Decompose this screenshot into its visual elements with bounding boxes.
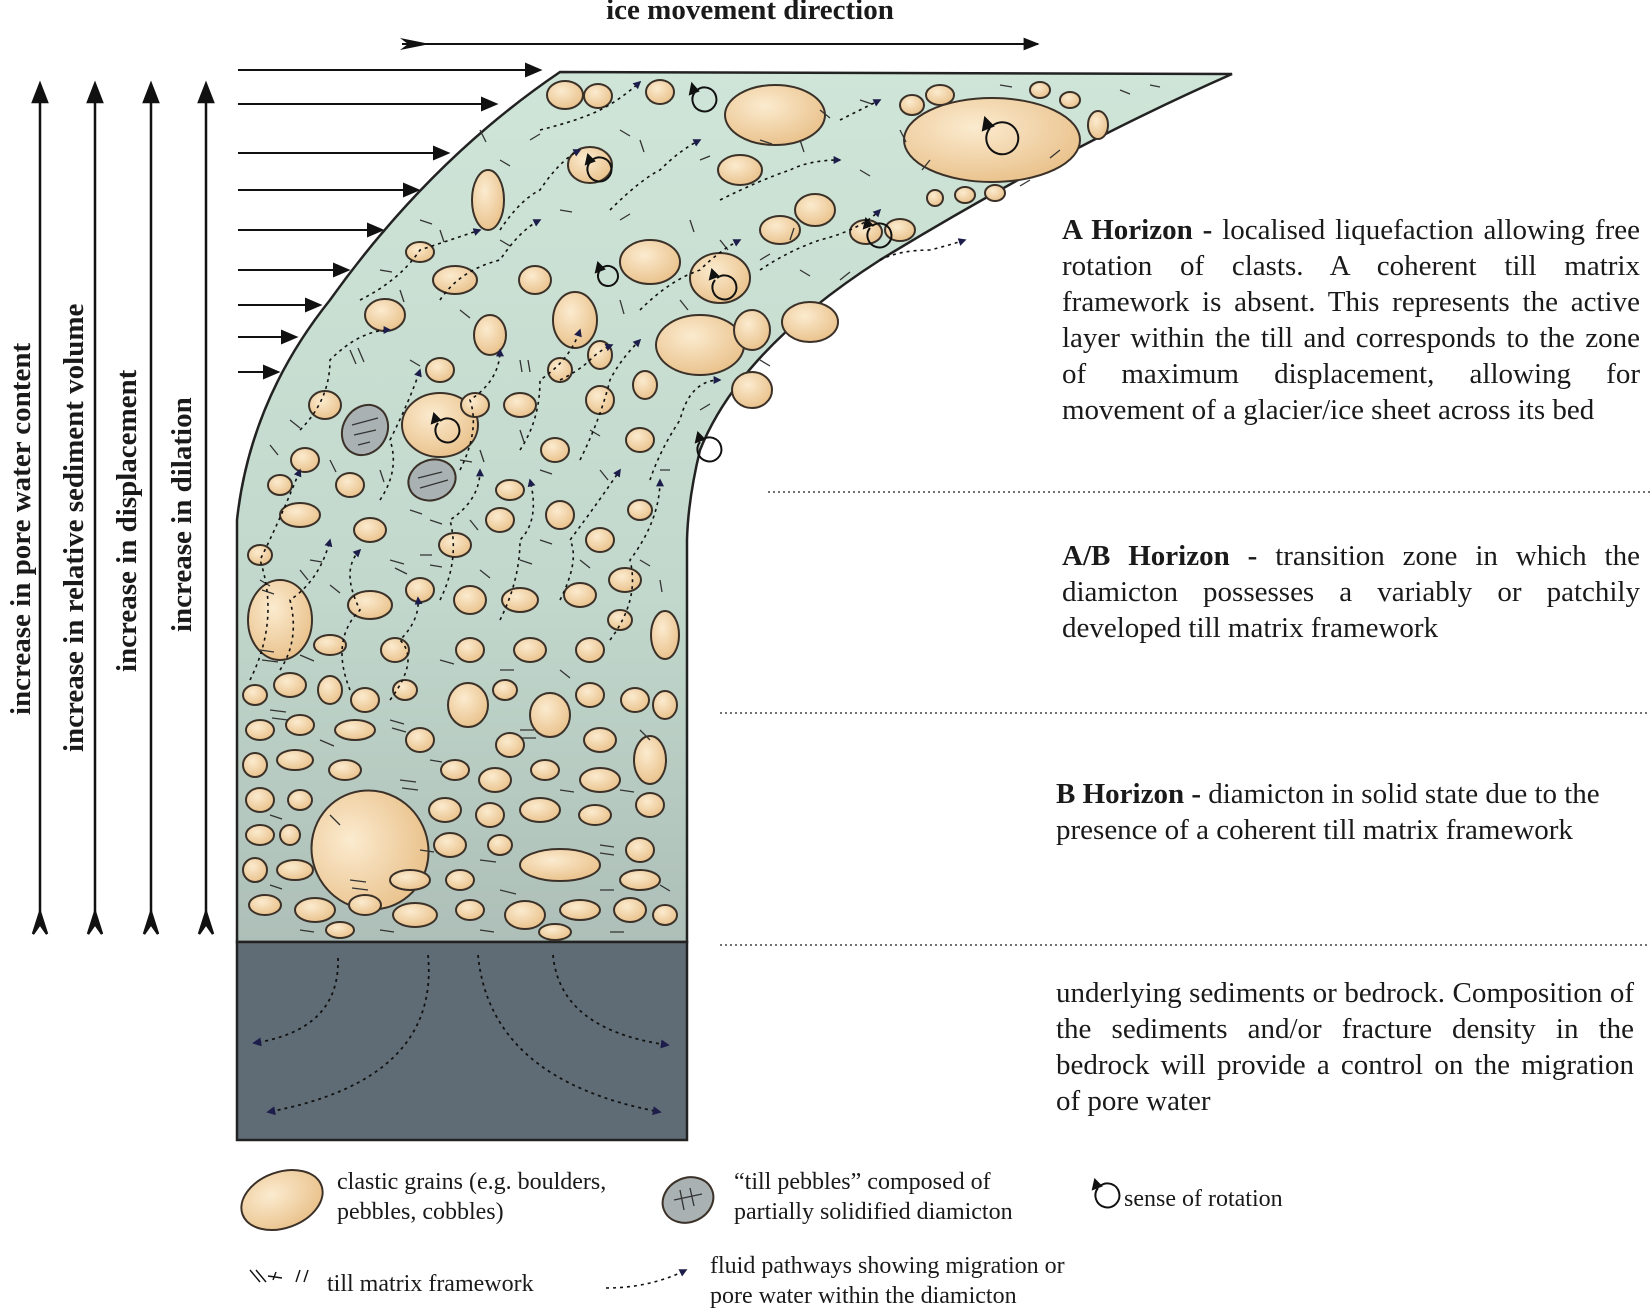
legend-clastic-label: clastic grains (e.g. boulders, pebbles, … [337, 1167, 647, 1227]
legend-rotation-label: sense of rotation [1124, 1184, 1344, 1214]
bedrock-layer [237, 942, 687, 1140]
legend-clastic-icon [233, 1159, 331, 1240]
ice-movement-title: ice movement direction [540, 0, 960, 27]
label-displacement: increase in displacement [111, 370, 144, 672]
legend-fluid-label: fluid pathways showing migration or pore… [710, 1251, 1090, 1311]
legend-rotation-icon [1093, 1180, 1119, 1207]
a-horizon-name: A Horizon - [1062, 214, 1212, 246]
b-horizon-description: B Horizon - diamicton in solid state due… [1056, 776, 1606, 848]
legend-till-pebble-icon [655, 1169, 721, 1231]
a-horizon-description: A Horizon - localised liquefaction allow… [1062, 212, 1640, 428]
gradient-arrow-displacement [144, 84, 158, 934]
label-pore-water: increase in pore water content [5, 343, 38, 715]
bedrock-text: underlying sediments or bedrock. Composi… [1056, 977, 1634, 1117]
ab-horizon-description: A/B Horizon - transition zone in which t… [1062, 538, 1640, 646]
bedrock-description: underlying sediments or bedrock. Composi… [1056, 975, 1634, 1119]
legend-matrix-icon [250, 1270, 308, 1282]
legend-till-pebbles-label: “till pebbles” composed of partially sol… [734, 1167, 1054, 1227]
ice-movement-arrow [400, 38, 1038, 50]
ab-horizon-name: A/B Horizon - [1062, 540, 1257, 572]
label-dilation: increase in dilation [166, 397, 199, 632]
label-sediment-volume: increase in relative sediment volume [58, 304, 91, 752]
gradient-arrow-dilation [199, 84, 213, 934]
legend-fluid-icon [606, 1270, 686, 1288]
legend-matrix-label: till matrix framework [327, 1269, 587, 1299]
b-horizon-name: B Horizon - [1056, 778, 1201, 810]
